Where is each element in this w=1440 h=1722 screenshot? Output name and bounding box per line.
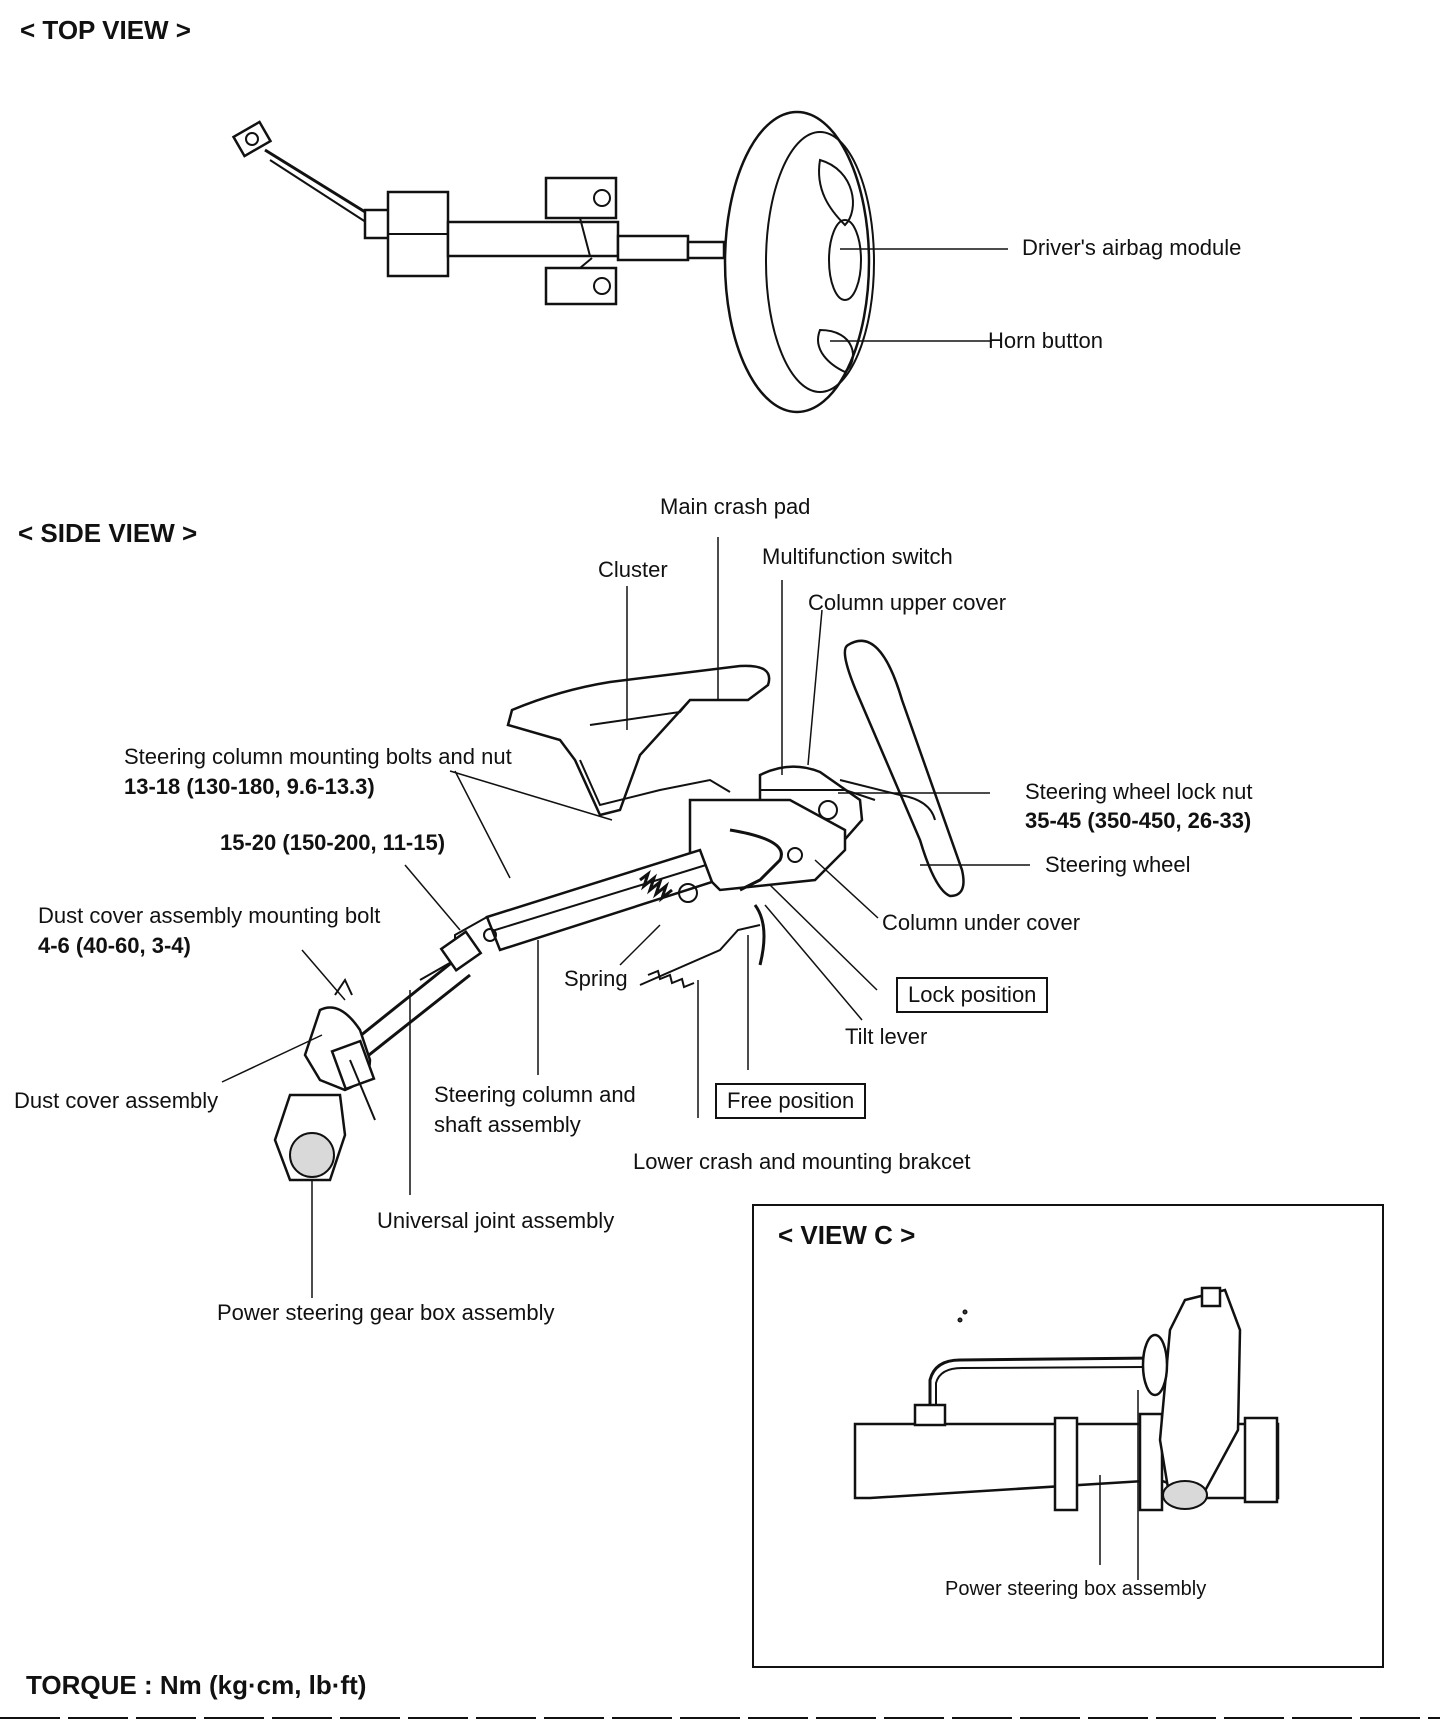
label-column-under-cover: Column under cover — [882, 910, 1081, 935]
top-column-tube — [446, 220, 620, 258]
side-steering-wheel — [843, 639, 965, 898]
side-lock-nut — [818, 800, 838, 820]
label-lock-nut-torque: 35-45 (350-450, 26-33) — [1025, 808, 1252, 833]
label-airbag-module: Driver's airbag module — [1022, 235, 1242, 260]
label-power-steering-box: Power steering box assembly — [945, 1578, 1207, 1600]
side-lower-bracket — [639, 924, 761, 986]
leader-mount-bolts-a — [449, 770, 613, 821]
label-dust-bolt-torque: 4-6 (40-60, 3-4) — [38, 933, 191, 958]
viewc-clamp-right — [1138, 1412, 1164, 1512]
view-c-drawing — [853, 1286, 1280, 1580]
leader-dust-bolt — [301, 949, 346, 1001]
label-main-crash-pad: Main crash pad — [660, 494, 811, 519]
main-crash-pad-shape — [506, 664, 771, 817]
label-steering-wheel: Steering wheel — [1045, 852, 1191, 877]
label-dust-bolt-title: Dust cover assembly mounting bolt — [38, 903, 381, 928]
label-cluster: Cluster — [598, 557, 668, 582]
view-c-heading: < VIEW C > — [778, 1220, 916, 1250]
label-torque-1520: 15-20 (150-200, 11-15) — [220, 830, 446, 855]
top-horn-upper — [818, 158, 854, 227]
leader-tilt-lever — [764, 904, 863, 1021]
top-view-drawing — [231, 110, 1008, 414]
label-lock-position: Lock position — [896, 977, 1049, 1013]
top-universal-joint — [231, 120, 273, 158]
label-column-shaft-line1: Steering column and — [434, 1082, 636, 1107]
viewc-pipe — [928, 1356, 1151, 1410]
top-airbag-module — [765, 131, 875, 393]
side-tilt-pivot — [678, 883, 698, 903]
side-tilt-lever — [729, 828, 783, 892]
label-dust-cover-assembly: Dust cover assembly — [14, 1088, 219, 1113]
cluster-lower-trim — [579, 759, 731, 807]
leader-spring — [619, 924, 661, 966]
label-tilt-lever: Tilt lever — [845, 1024, 928, 1049]
viewc-end-cap — [1243, 1416, 1279, 1504]
view-c-panel — [752, 1204, 1384, 1668]
top-view-heading: < TOP VIEW > — [20, 15, 191, 45]
side-view-drawing — [221, 537, 1030, 1298]
label-lower-crash: Lower crash and mounting brakcet — [633, 1149, 971, 1174]
label-column-shaft-line2: shaft assembly — [434, 1112, 581, 1137]
side-upper-ujoint — [439, 930, 483, 972]
top-shaft-end — [686, 240, 726, 260]
leader-under-cover — [814, 859, 879, 919]
leader-upper-cover — [807, 609, 823, 766]
viewc-clamp-left — [1053, 1416, 1079, 1512]
top-intermediate-shaft — [264, 148, 371, 217]
side-view-heading: < SIDE VIEW > — [18, 518, 198, 548]
leader-1520 — [404, 864, 461, 931]
label-lock-nut-title: Steering wheel lock nut — [1025, 779, 1253, 804]
top-steering-wheel — [723, 110, 871, 414]
label-universal-joint: Universal joint assembly — [377, 1208, 615, 1233]
label-mount-bolts-title: Steering column mounting bolts and nut — [124, 744, 512, 769]
top-bracket-upper — [544, 176, 618, 220]
top-lower-joint — [363, 208, 391, 240]
label-horn-button: Horn button — [988, 328, 1103, 353]
leader-mount-bolts-b — [454, 770, 511, 879]
label-column-upper-cover: Column upper cover — [808, 590, 1007, 615]
top-bracket-lower — [544, 266, 618, 306]
top-column-upper — [616, 234, 690, 262]
top-horn-lower — [817, 328, 854, 374]
label-multifunction-switch: Multifunction switch — [762, 544, 953, 569]
leader-lock-position — [769, 884, 878, 991]
side-spring — [639, 869, 673, 903]
label-free-position: Free position — [715, 1083, 867, 1119]
leader-dust-cover — [221, 1034, 323, 1083]
torque-note: TORQUE : Nm (kg·cm, lb·ft) — [26, 1670, 367, 1700]
side-column-tube — [485, 848, 714, 952]
label-mount-bolts-torque: 13-18 (130-180, 9.6-13.3) — [124, 774, 375, 799]
label-gear-box: Power steering gear box assembly — [217, 1300, 555, 1325]
label-spring: Spring — [564, 966, 628, 991]
